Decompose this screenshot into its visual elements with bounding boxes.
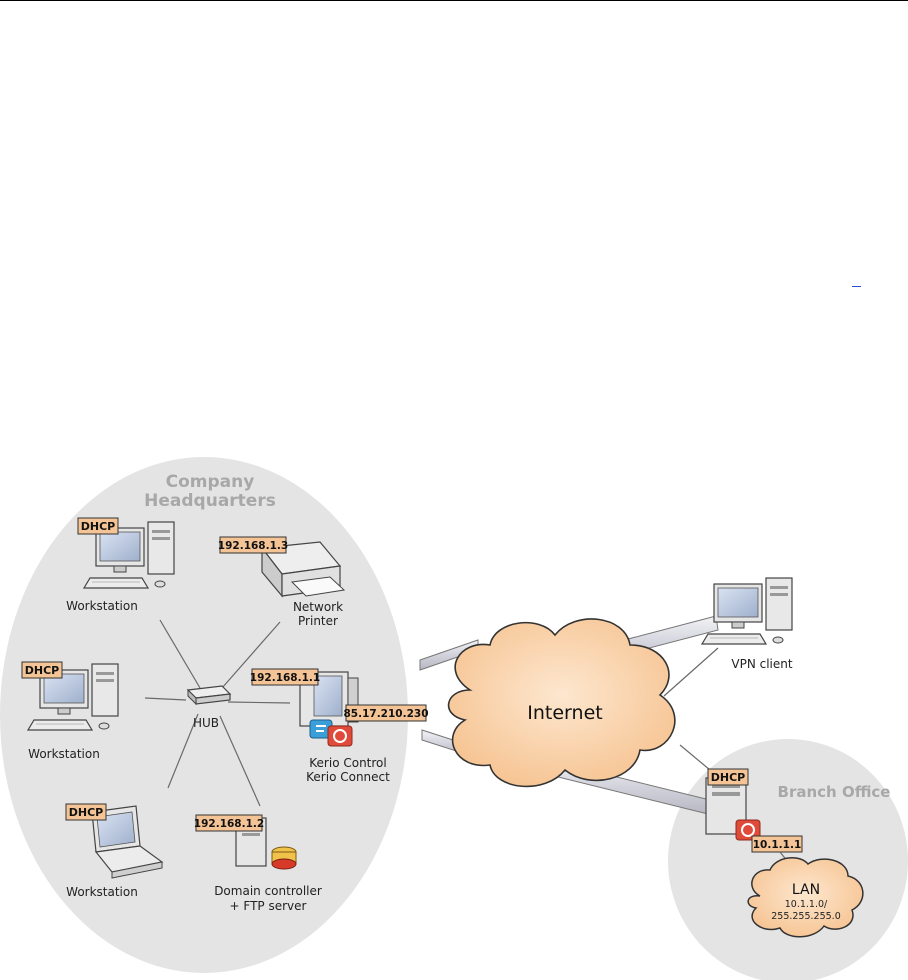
gateway-label-line2: Kerio Connect	[306, 770, 390, 784]
lan-network: 10.1.1.0/	[785, 899, 828, 910]
footnote-link[interactable]	[852, 286, 861, 287]
branch-ip-tag: 10.1.1.1	[751, 835, 803, 853]
svg-text:DHCP: DHCP	[81, 520, 115, 533]
hq-title-line2: Headquarters	[144, 491, 276, 511]
gateway-server-icon	[299, 671, 359, 727]
svg-text:192.168.1.2: 192.168.1.2	[194, 818, 264, 830]
vpn-client-icon	[701, 577, 793, 645]
workstation-3-label: Workstation	[66, 885, 138, 899]
top-rule	[0, 0, 908, 1]
lan-title: LAN	[792, 882, 820, 898]
workstation-1-label: Workstation	[66, 599, 138, 613]
hub-device	[186, 685, 232, 706]
domain-controller-label-line2: + FTP server	[230, 899, 307, 913]
svg-text:DHCP: DHCP	[69, 806, 103, 819]
hq-title-line1: Company	[166, 472, 255, 492]
workstation-1-tag: DHCP	[77, 517, 119, 535]
branch-dhcp-tag: DHCP	[707, 768, 749, 786]
printer-label-line1: Network	[293, 600, 343, 614]
gateway-lan-ip-tag: 192.168.1.1	[250, 668, 320, 686]
svg-text:192.168.1.1: 192.168.1.1	[250, 672, 320, 684]
branch-title: Branch Office	[778, 783, 891, 801]
svg-text:192.168.1.3: 192.168.1.3	[218, 540, 288, 552]
lan-links	[144, 619, 719, 807]
svg-text:10.1.1.1: 10.1.1.1	[753, 839, 802, 851]
lan-cloud	[747, 857, 864, 938]
branch-kerio-icon	[735, 819, 761, 841]
kerio-connect-icon	[327, 725, 353, 747]
printer-ip-tag: 192.168.1.3	[218, 536, 288, 554]
printer-label-line2: Printer	[298, 614, 338, 628]
gateway-wan-ip-tag: 85.17.210.230	[343, 704, 429, 722]
svg-text:DHCP: DHCP	[711, 771, 745, 784]
domain-controller-label-line1: Domain controller	[214, 884, 322, 898]
hub-label: HUB	[193, 716, 219, 730]
domain-controller-ip-tag: 192.168.1.2	[194, 814, 264, 832]
lan-mask: 255.255.255.0	[771, 911, 841, 922]
workstation-2-tag: DHCP	[21, 661, 63, 679]
vpn-client-label: VPN client	[731, 657, 792, 671]
internet-label: Internet	[527, 702, 602, 724]
internet-cloud: Internet	[447, 618, 676, 788]
gateway-label-line1: Kerio Control	[309, 756, 386, 770]
svg-text:85.17.210.230: 85.17.210.230	[343, 708, 428, 720]
workstation-3-tag: DHCP	[65, 803, 107, 821]
workstation-2-label: Workstation	[28, 747, 100, 761]
svg-text:DHCP: DHCP	[25, 664, 59, 677]
